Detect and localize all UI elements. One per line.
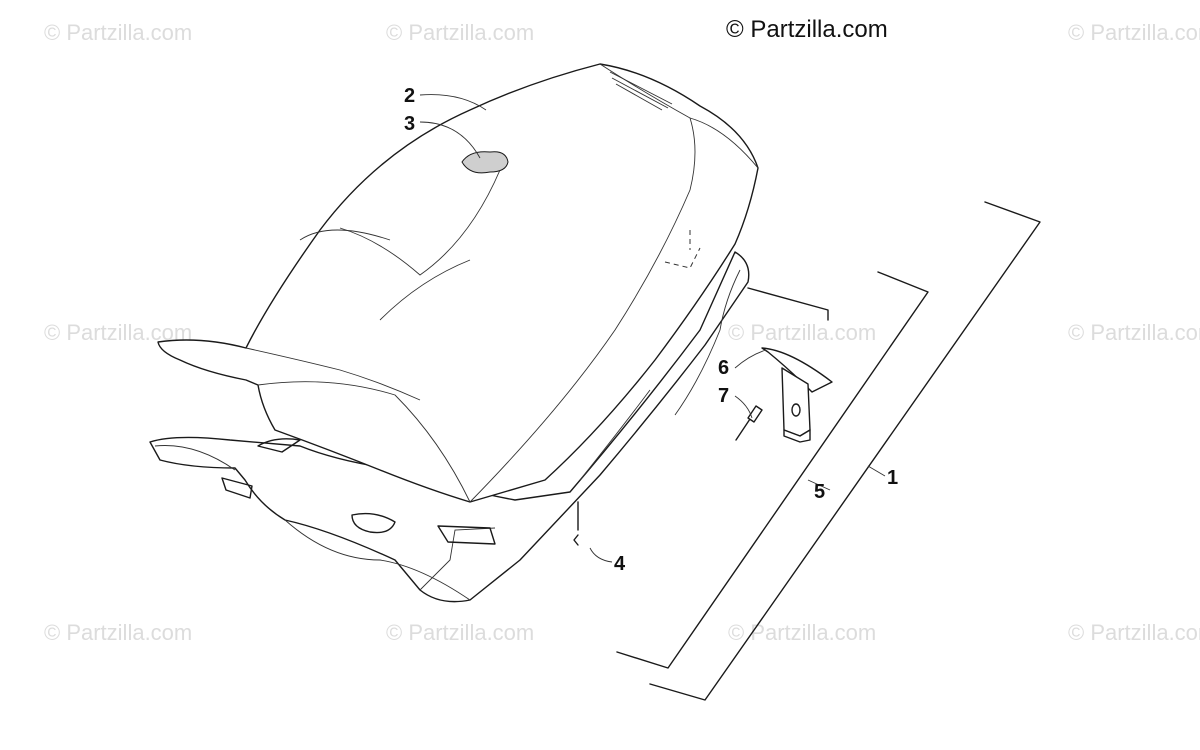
callout-6[interactable]: 6 bbox=[718, 357, 729, 379]
callout-2[interactable]: 2 bbox=[404, 85, 415, 107]
decal[interactable] bbox=[461, 151, 509, 174]
copyright-label: © Partzilla.com bbox=[726, 16, 888, 43]
callout-7[interactable]: 7 bbox=[718, 385, 729, 407]
seat-logo bbox=[609, 71, 673, 111]
watermark: © Partzilla.com bbox=[1068, 620, 1200, 645]
bracket[interactable] bbox=[761, 347, 833, 443]
rivet[interactable] bbox=[735, 405, 763, 441]
watermark: © Partzilla.com bbox=[44, 20, 193, 45]
watermark: © Partzilla.com bbox=[386, 620, 535, 645]
watermark: © Partzilla.com bbox=[728, 320, 877, 345]
watermark: © Partzilla.com bbox=[1068, 320, 1200, 345]
callout-5[interactable]: 5 bbox=[814, 481, 825, 503]
watermark: © Partzilla.com bbox=[44, 620, 193, 645]
watermark: © Partzilla.com bbox=[1068, 20, 1200, 45]
watermark: © Partzilla.com bbox=[386, 20, 535, 45]
callout-1[interactable]: 1 bbox=[887, 467, 898, 489]
assembly-bracket-lines bbox=[573, 201, 1041, 701]
leader-lines bbox=[419, 94, 886, 563]
callout-4[interactable]: 4 bbox=[614, 553, 626, 575]
callout-3[interactable]: 3 bbox=[404, 113, 415, 135]
seat-cover[interactable] bbox=[157, 63, 759, 503]
